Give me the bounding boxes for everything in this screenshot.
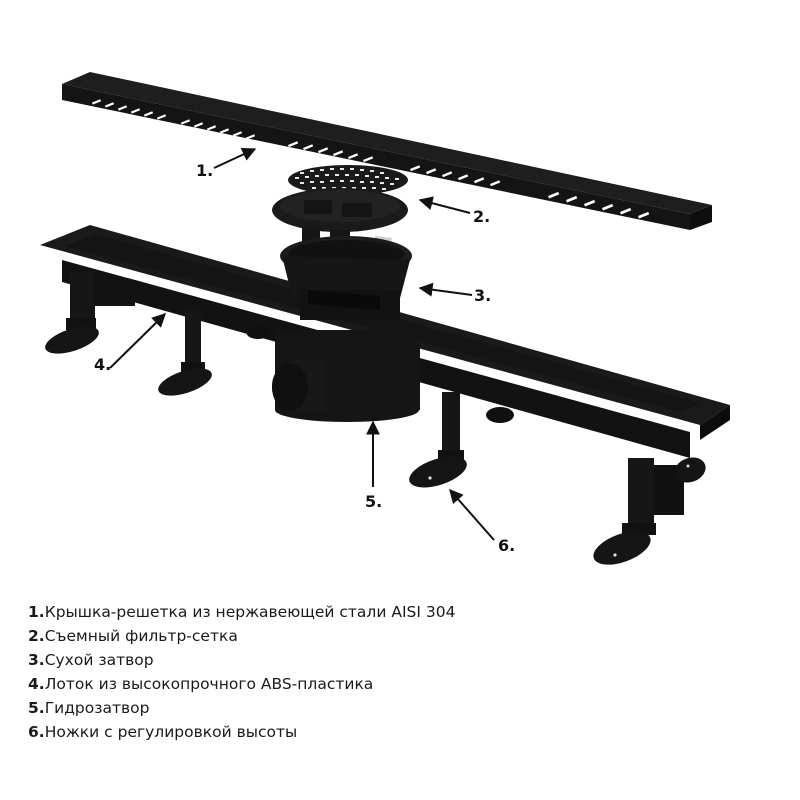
- legend-item-2: 2.Съемный фильтр-сетка: [28, 627, 238, 645]
- arrow-6: [449, 488, 495, 541]
- callout-1-label: 1.: [196, 161, 214, 180]
- legend-item-3: 3.Сухой затвор: [28, 651, 154, 669]
- callout-5-label: 5.: [365, 492, 383, 511]
- adjustable-legs: [45, 272, 706, 565]
- legend-item-1: 1.Крышка-решетка из нержавеющей стали AI…: [28, 603, 456, 621]
- legend-item-5: 5.Гидрозатвор: [28, 699, 150, 717]
- dry-seal: [272, 188, 412, 320]
- shower-drain-exploded-diagram: [40, 72, 730, 565]
- callout-arrows: [109, 147, 495, 541]
- legend-item-4: 4.Лоток из высокопрочного ABS-пластика: [28, 675, 374, 693]
- filter-mesh: [288, 165, 408, 195]
- callout-3-label: 3.: [474, 286, 492, 305]
- callout-4-label: 4.: [94, 355, 112, 374]
- arrow-3: [418, 282, 473, 297]
- arrow-1: [213, 147, 257, 169]
- callout-6-label: 6.: [498, 536, 516, 555]
- grate-slots: [91, 99, 650, 219]
- arrow-2: [418, 196, 471, 214]
- parts-legend: 1.Крышка-решетка из нержавеющей стали AI…: [28, 600, 455, 744]
- water-seal-siphon: [272, 330, 420, 422]
- arrow-4: [109, 313, 166, 369]
- callout-2-label: 2.: [473, 207, 491, 226]
- legend-item-6: 6.Ножки с регулировкой высоты: [28, 723, 298, 741]
- grate-cover: [62, 72, 712, 230]
